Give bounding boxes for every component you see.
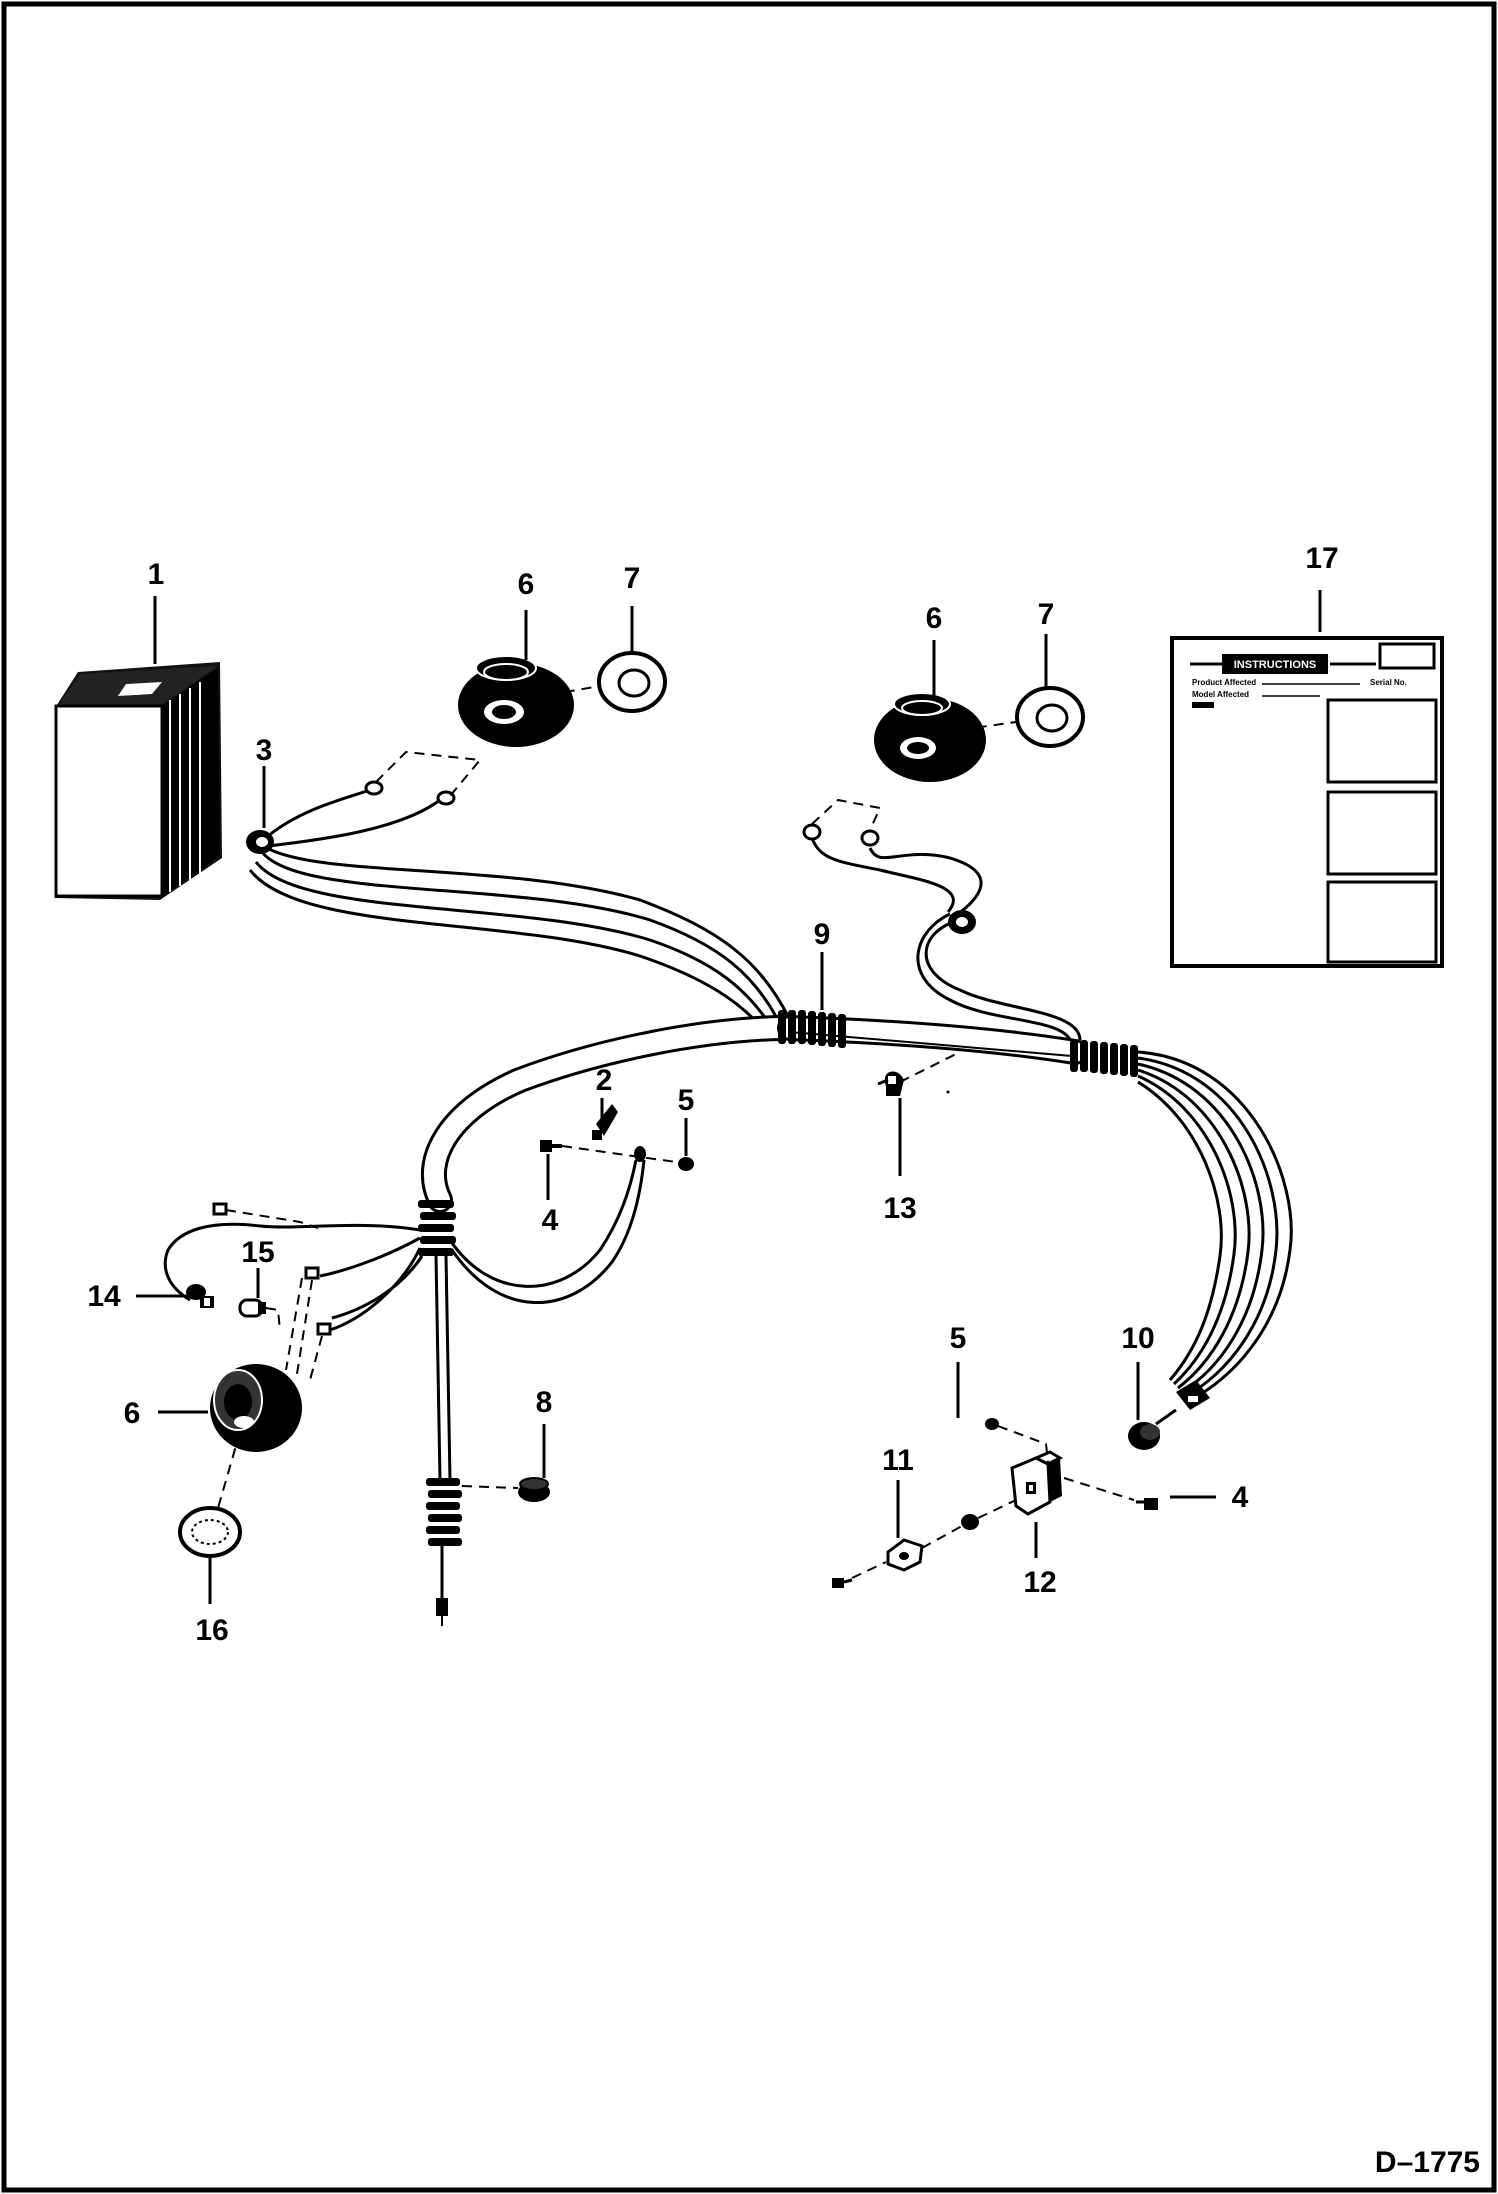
sheet-line-serial: Serial No. [1370, 678, 1407, 687]
part-12-bracket [1010, 1450, 1064, 1516]
callout-3: 3 [256, 734, 273, 767]
part-5-nut-lower [985, 1418, 1049, 1463]
callout-5-upper: 5 [678, 1084, 695, 1117]
part-10-connector-grommet [1128, 1408, 1177, 1450]
callout-4-upper: 4 [542, 1204, 559, 1237]
leader-lines [136, 590, 1322, 1604]
callout-4-lower: 4 [1232, 1481, 1249, 1514]
part-9-wiring-harness [163, 750, 1293, 1626]
part-2-ground-terminal [592, 1104, 618, 1140]
callout-8: 8 [536, 1386, 553, 1419]
callout-7-right: 7 [1038, 598, 1055, 631]
part-15-bulb [238, 1298, 281, 1331]
callout-14: 14 [87, 1280, 121, 1313]
callout-7-left: 7 [624, 562, 641, 595]
callout-12: 12 [1023, 1566, 1056, 1599]
part-11-clip-nut [832, 1499, 1017, 1588]
part-17-instruction-sheet: INSTRUCTIONS Product Affected Model Affe… [1170, 636, 1444, 968]
part-16-lens-lower [178, 1506, 242, 1558]
sheet-title: INSTRUCTIONS [1234, 659, 1317, 671]
part-14-socket [186, 1284, 214, 1308]
part-1-box [54, 662, 222, 900]
callout-2: 2 [596, 1064, 613, 1097]
callout-13: 13 [883, 1192, 916, 1225]
sheet-line-model: Model Affected [1192, 690, 1249, 699]
sheet-line-product: Product Affected [1192, 678, 1256, 687]
callout-6-lower: 6 [124, 1397, 141, 1430]
callout-5-lower: 5 [950, 1322, 967, 1355]
part-6-lamp-housing-lower [210, 1364, 302, 1452]
part-6-lamp-housing-right [874, 692, 986, 782]
drawing-code: D–1775 [1375, 2146, 1480, 2179]
callout-6-right: 6 [926, 602, 943, 635]
part-7-lens-left [597, 651, 667, 713]
part-5-nut-upper [678, 1157, 694, 1171]
callout-numbers: 1 2 3 4 4 5 5 6 6 6 7 7 8 9 10 11 12 13 … [87, 542, 1338, 1647]
callout-11: 11 [882, 1444, 914, 1477]
part-4-bolt-upper [540, 1140, 562, 1152]
callout-16: 16 [195, 1614, 228, 1647]
part-6-lamp-housing-left [458, 655, 574, 747]
part-8-plug [461, 1477, 550, 1502]
callout-1: 1 [148, 558, 165, 591]
part-4-bolt-lower [1063, 1477, 1158, 1510]
part-7-lens-right [1015, 686, 1085, 748]
callout-10: 10 [1121, 1322, 1154, 1355]
callout-9: 9 [814, 918, 831, 951]
part-13-clip [877, 1051, 961, 1096]
callout-17: 17 [1305, 542, 1338, 575]
callout-6-left: 6 [518, 568, 535, 601]
callout-15: 15 [241, 1236, 274, 1269]
